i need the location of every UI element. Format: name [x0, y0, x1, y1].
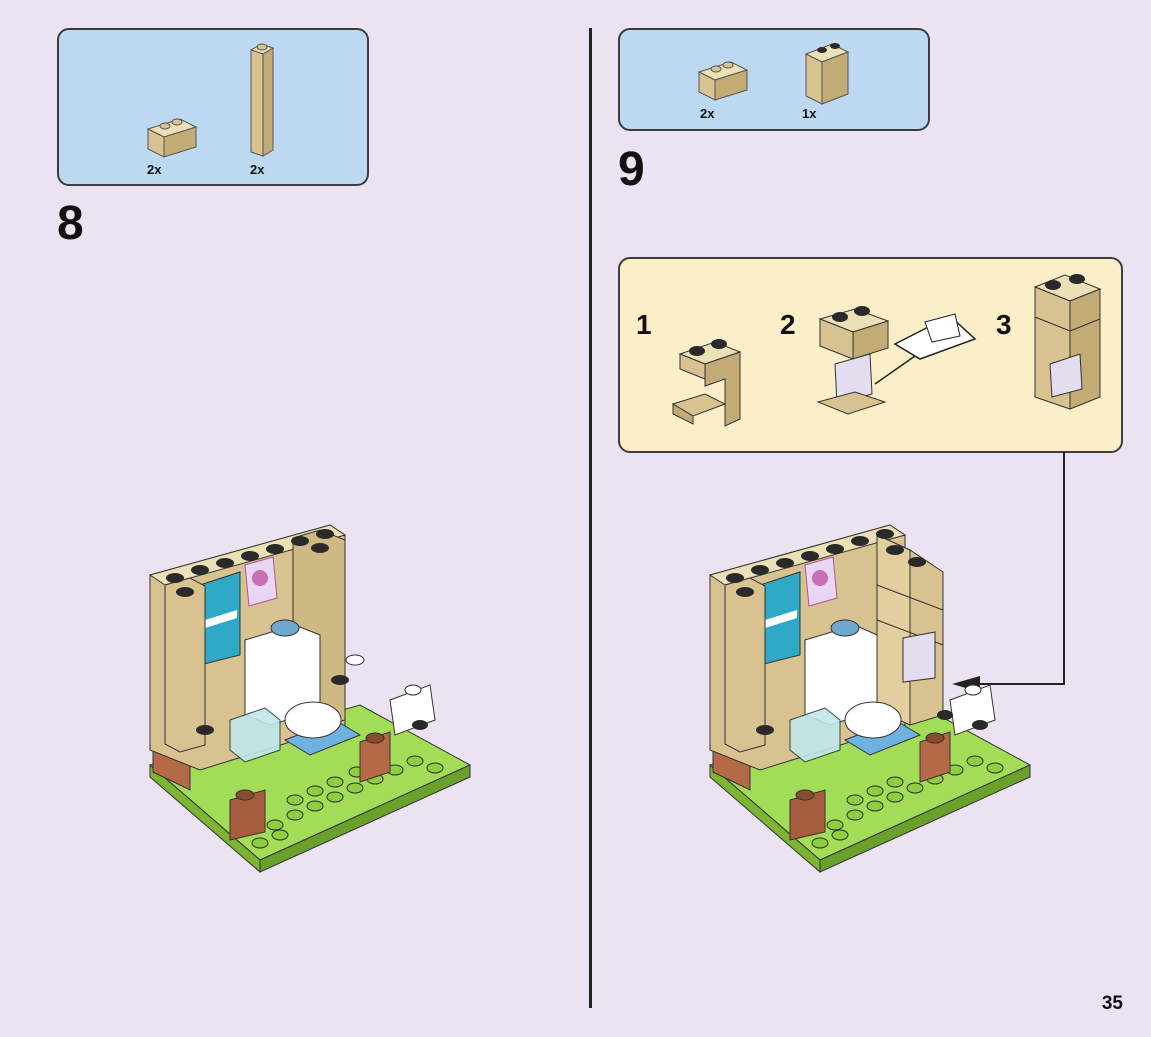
substep-1-number: 1	[636, 309, 652, 340]
stacked-panel-icon	[1033, 274, 1102, 410]
tan-1x2-brick-icon	[697, 61, 749, 101]
tan-1x2-brick-icon	[146, 118, 198, 158]
step9-number: 9	[618, 143, 645, 196]
step9-model-illustration	[708, 524, 1032, 874]
step9-parts-box: 2x 1x	[618, 28, 930, 131]
step8-parts-box: 2x 2x	[57, 28, 369, 186]
step8-part1-qty: 2x	[147, 162, 162, 177]
step8-part2-qty: 2x	[250, 162, 265, 177]
step8-number: 8	[57, 197, 84, 250]
substep-3-number: 3	[996, 309, 1012, 340]
subassembly-box: 1 2 3	[618, 257, 1123, 453]
step-divider	[589, 28, 592, 1008]
step9-part1-qty: 2x	[700, 106, 715, 121]
tan-1x1x5-brick-icon	[249, 43, 275, 157]
tan-panel-icon	[671, 339, 742, 427]
step8-model-illustration	[148, 524, 472, 874]
substep-2-number: 2	[780, 309, 796, 340]
step9-part2-qty: 1x	[802, 106, 817, 121]
tan-1x2-panel-icon	[804, 43, 850, 105]
page-number: 35	[1101, 993, 1123, 1014]
panel-with-sticker-icon	[816, 306, 977, 415]
